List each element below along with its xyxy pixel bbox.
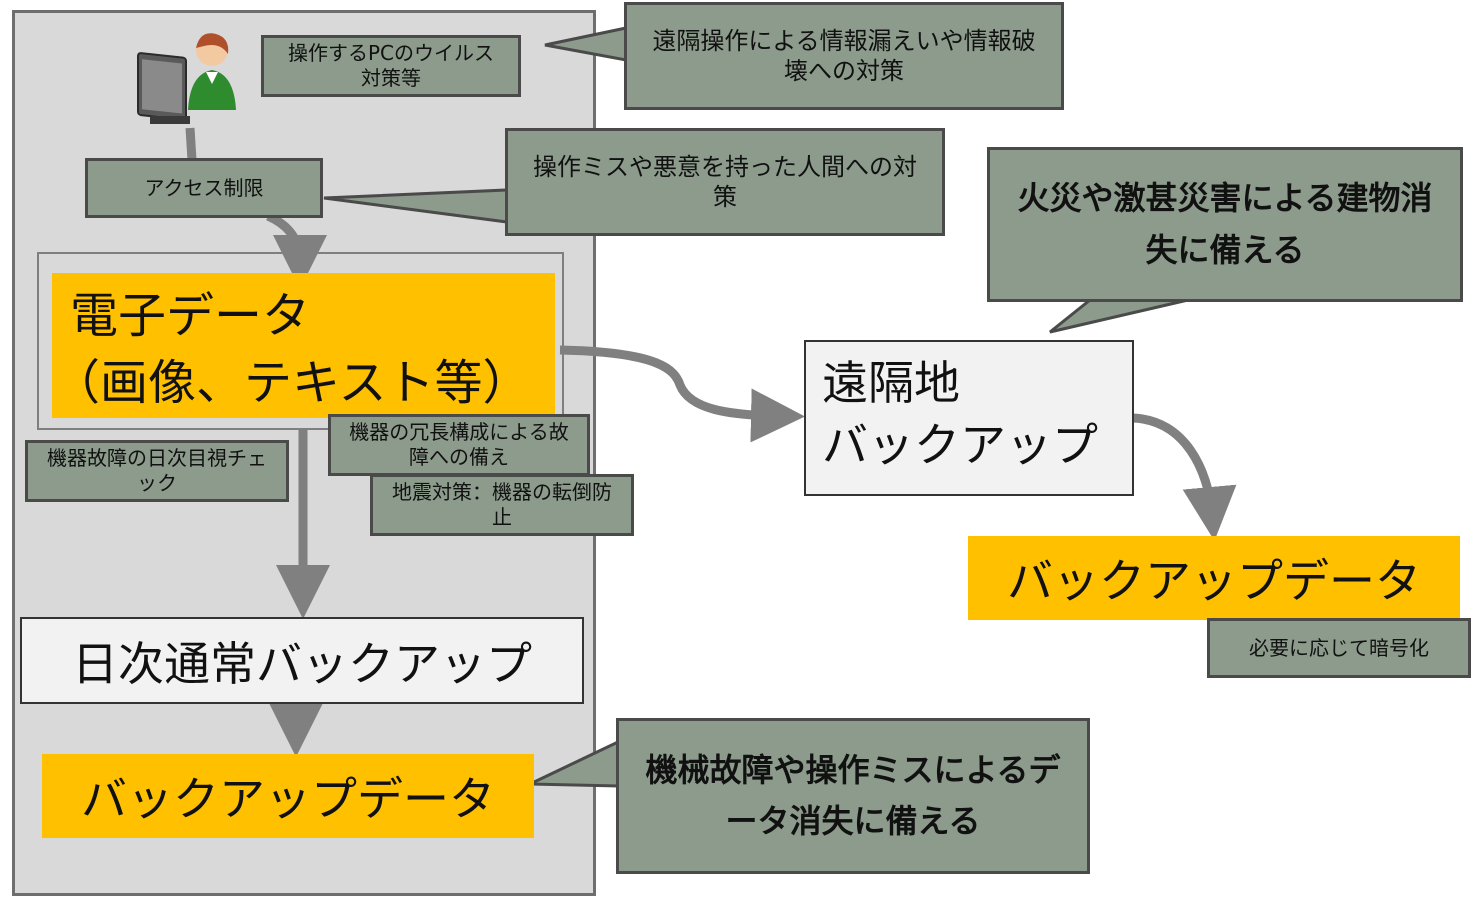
note-access-control: アクセス制限: [85, 158, 323, 218]
note-earthquake-text: 地震対策：機器の転倒防止: [392, 480, 612, 529]
note-virus-text: 操作するPCのウイルス対策等: [287, 41, 495, 90]
callout-tail-mechanical: [529, 739, 620, 788]
note-access-text: アクセス制限: [144, 175, 264, 200]
remote-backup-box: 遠隔地 バックアップ: [804, 340, 1134, 496]
daily-backup-label: 日次通常バックアップ: [72, 636, 532, 691]
callout-leak-text: 遠隔操作による情報漏えいや情報破壊への対策: [652, 27, 1036, 85]
callout-mechanical: 機械故障や操作ミスによるデータ消失に備える: [616, 718, 1090, 874]
note-daily-check: 機器故障の日次目視チェック: [25, 440, 289, 502]
note-encryption-text: 必要に応じて暗号化: [1249, 635, 1429, 660]
arrow-pc-to-access: [185, 127, 197, 161]
callout-disaster: 火災や激甚災害による建物消失に備える: [987, 147, 1463, 302]
electronic-data-title: 電子データ: [70, 288, 311, 344]
note-earthquake: 地震対策：機器の転倒防止: [370, 474, 634, 536]
note-virus-protection: 操作するPCのウイルス対策等: [261, 35, 521, 97]
remote-backup-line2: バックアップ: [822, 418, 1098, 473]
arrow-remote-to-backup-data: [1132, 413, 1237, 541]
callout-tail-misuse: [323, 188, 509, 224]
electronic-data-box: 電子データ （画像、テキスト等）: [52, 273, 555, 418]
callout-misuse: 操作ミスや悪意を持った人間への対策: [505, 128, 945, 236]
callout-mechanical-text: 機械故障や操作ミスによるデータ消失に備える: [645, 750, 1061, 840]
electronic-data-subtitle: （画像、テキスト等）: [52, 355, 531, 412]
note-daily-check-text: 機器故障の日次目視チェック: [47, 446, 267, 495]
callout-disaster-text: 火災や激甚災害による建物消失に備える: [1017, 179, 1433, 269]
pc-user-icon: [130, 30, 240, 130]
callout-tail-disaster: [1049, 298, 1189, 334]
callout-tail-leak: [544, 26, 628, 62]
daily-backup-box: 日次通常バックアップ: [20, 617, 584, 704]
note-redundancy-text: 機器の冗長構成による故障への備え: [349, 420, 569, 469]
arrow-access-to-data: [266, 211, 327, 289]
arrow-data-to-remote: [559, 345, 805, 443]
backup-data-local: バックアップデータ: [42, 754, 534, 838]
backup-data-local-label: バックアップデータ: [81, 772, 495, 826]
remote-backup-line1: 遠隔地: [822, 356, 960, 410]
note-encryption: 必要に応じて暗号化: [1207, 618, 1471, 678]
backup-data-remote-label: バックアップデータ: [1007, 554, 1421, 608]
callout-remote-leak: 遠隔操作による情報漏えいや情報破壊への対策: [624, 2, 1064, 110]
note-redundancy: 機器の冗長構成による故障への備え: [328, 414, 590, 476]
backup-data-remote: バックアップデータ: [968, 536, 1460, 620]
callout-misuse-text: 操作ミスや悪意を持った人間への対策: [533, 153, 917, 211]
